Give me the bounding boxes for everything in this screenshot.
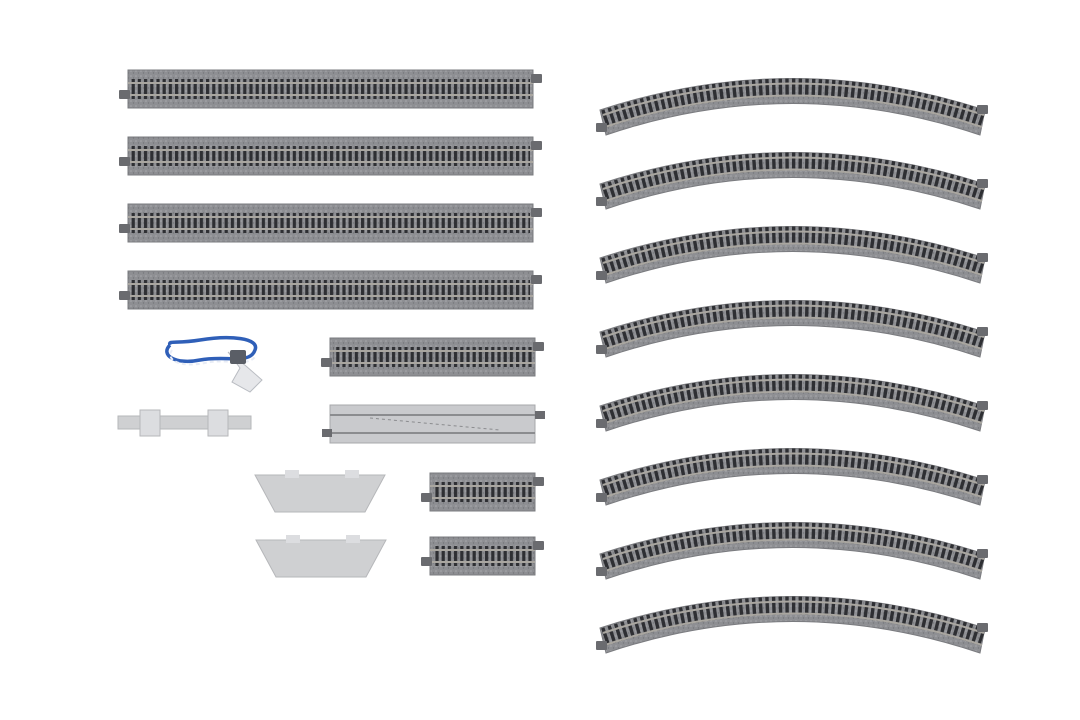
curved-track-7	[596, 522, 988, 580]
straight-track-long-1	[119, 69, 542, 109]
straight-track-medium	[321, 337, 544, 377]
straight-track-short-1	[421, 472, 544, 512]
straight-track-group	[119, 69, 544, 576]
curved-track-6	[596, 448, 988, 506]
curved-track-2	[596, 152, 988, 210]
curved-track-1	[596, 78, 988, 136]
power-cable	[165, 335, 263, 393]
straight-track-long-4	[119, 270, 542, 310]
curved-track-group	[596, 78, 988, 654]
track-joiner-plate	[117, 409, 252, 437]
bumper-end-upper	[254, 470, 386, 513]
curved-track-4	[596, 300, 988, 358]
straight-track-long-2	[119, 136, 542, 176]
crossing-track	[322, 404, 545, 444]
straight-track-long-3	[119, 203, 542, 243]
curved-track-5	[596, 374, 988, 432]
curved-track-3	[596, 226, 988, 284]
straight-track-short-2	[421, 536, 544, 576]
bumper-end-lower	[255, 535, 387, 578]
curved-track-8	[596, 596, 988, 654]
